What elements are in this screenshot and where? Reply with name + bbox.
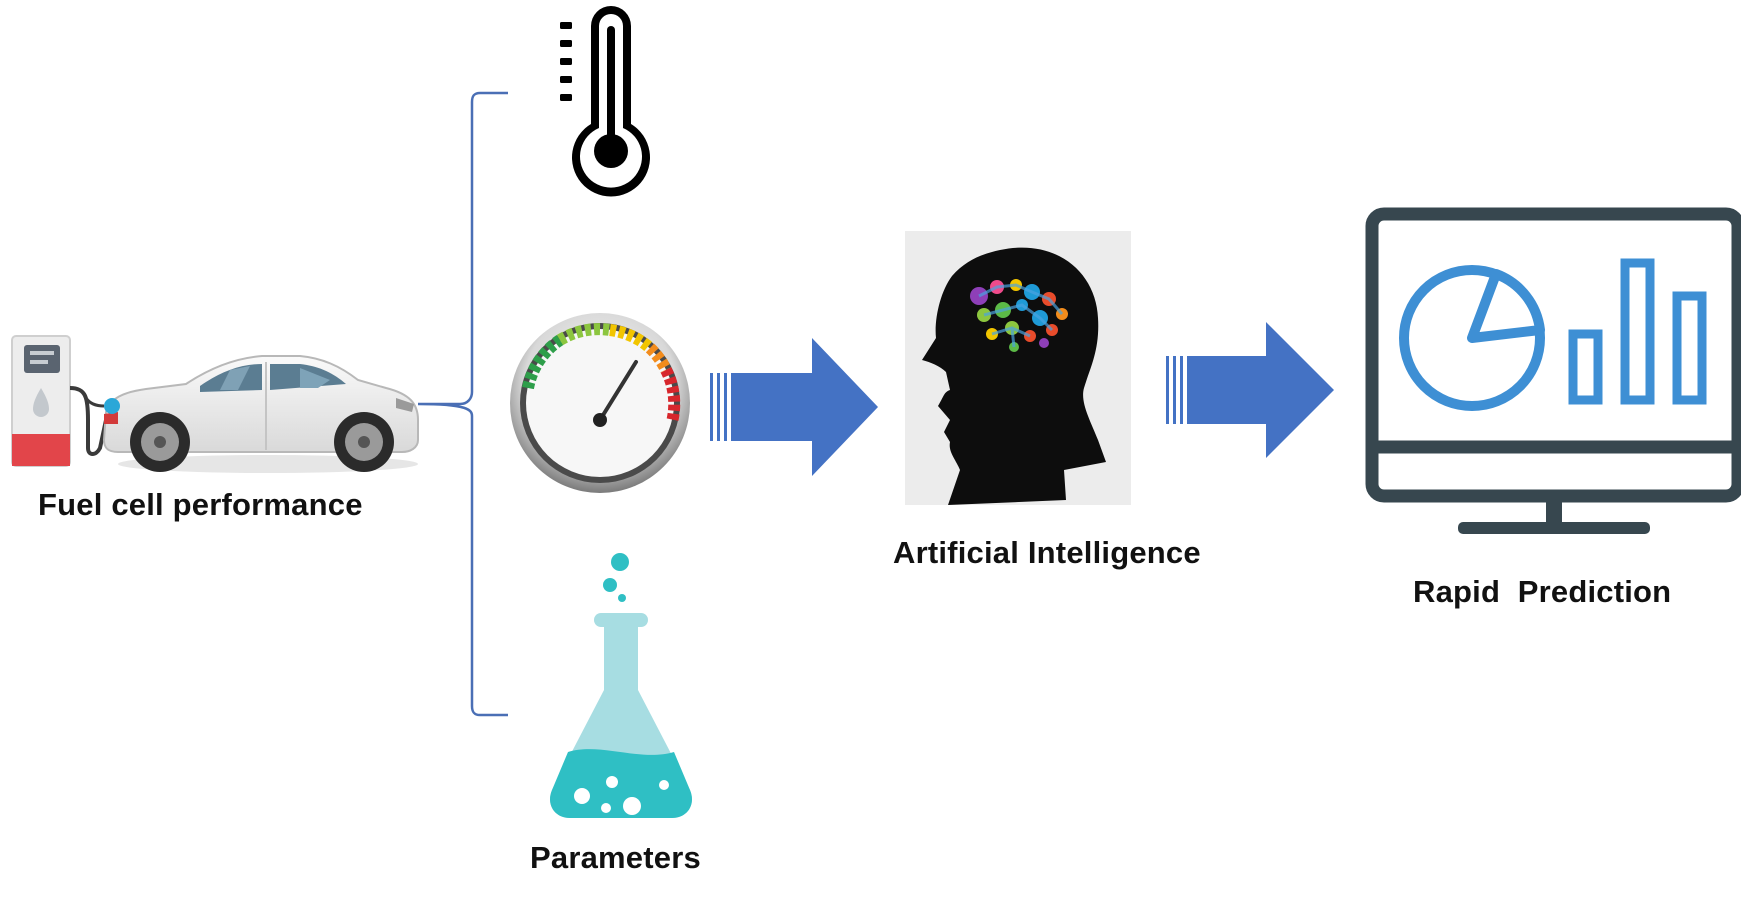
artificial-intelligence-label: Artificial Intelligence — [893, 535, 1201, 570]
fuel-cell-car-icon — [84, 355, 419, 473]
fuel-cell-performance-label: Fuel cell performance — [38, 487, 363, 522]
analytics-monitor-icon — [1365, 207, 1741, 534]
chemistry-flask-icon — [550, 553, 692, 818]
pressure-gauge-icon — [510, 313, 690, 493]
flow-arrow-1 — [710, 338, 878, 476]
rapid-prediction-label: Rapid Prediction — [1413, 574, 1672, 609]
flow-arrow-2 — [1166, 322, 1334, 458]
parameters-label: Parameters — [530, 840, 701, 875]
ai-brain-head-icon — [905, 231, 1131, 505]
grouping-bracket — [417, 91, 508, 717]
thermometer-icon — [560, 6, 650, 197]
fuel-pump-icon — [11, 335, 108, 467]
